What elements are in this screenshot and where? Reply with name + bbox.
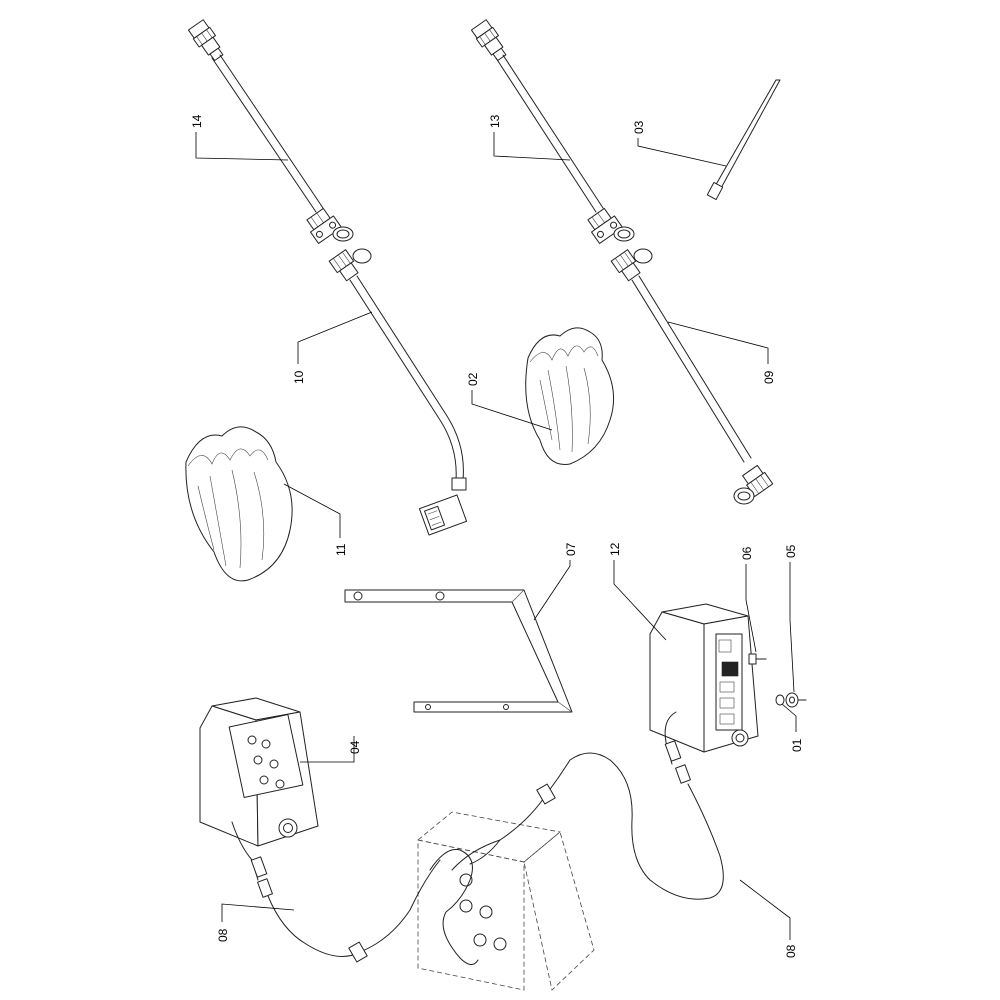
callout-13: 13 xyxy=(488,114,571,161)
callout-12-label: 12 xyxy=(608,542,622,556)
part-11-cloth-bag xyxy=(185,426,293,582)
callout-08-left: 08 xyxy=(216,903,295,942)
callout-09: 09 xyxy=(667,321,776,384)
callout-09-label: 09 xyxy=(762,370,776,384)
callout-04-label: 04 xyxy=(348,740,362,754)
callout-03-label: 03 xyxy=(632,120,646,134)
part-14-extension-cable xyxy=(187,19,354,244)
part-13-extension-cable xyxy=(470,19,635,244)
part-01-washer xyxy=(775,694,785,706)
part-08-power-cable-right xyxy=(451,711,724,900)
part-09-sensor-cable xyxy=(610,248,774,505)
callout-10: 10 xyxy=(292,311,373,384)
part-02-cloth-bag xyxy=(525,327,615,465)
part-10-sensor-cable xyxy=(328,248,468,536)
callout-07: 07 xyxy=(533,542,578,621)
callout-05: 05 xyxy=(784,544,798,693)
callout-03: 03 xyxy=(632,120,727,167)
callout-05-label: 05 xyxy=(784,544,798,558)
part-07-mounting-bracket xyxy=(344,589,573,713)
callout-01: 01 xyxy=(781,703,804,752)
callout-02: 02 xyxy=(466,372,553,431)
battery-outline xyxy=(417,811,595,991)
part-04-control-unit xyxy=(199,697,319,847)
callout-08-right: 08 xyxy=(739,879,798,958)
callout-08-left-label: 08 xyxy=(216,928,230,942)
callout-02-label: 02 xyxy=(466,372,480,386)
callout-11-label: 11 xyxy=(334,543,348,556)
callout-08-right-label: 08 xyxy=(784,944,798,958)
callout-10-label: 10 xyxy=(292,370,306,384)
callout-06: 06 xyxy=(740,546,757,653)
callout-12: 12 xyxy=(608,542,667,641)
callout-11: 11 xyxy=(283,483,348,556)
part-06-screw xyxy=(748,653,767,665)
callout-04: 04 xyxy=(300,736,362,763)
callout-13-label: 13 xyxy=(488,114,502,128)
part-05-nut xyxy=(785,692,807,708)
callout-07-label: 07 xyxy=(564,542,578,556)
callout-14: 14 xyxy=(190,114,289,161)
part-03-cable-tie xyxy=(706,79,781,201)
callout-14-label: 14 xyxy=(190,114,204,128)
callout-01-label: 01 xyxy=(790,738,804,752)
part-12-control-unit xyxy=(649,603,759,753)
part-08-power-cable-left xyxy=(231,821,479,965)
callout-06-label: 06 xyxy=(740,546,754,560)
